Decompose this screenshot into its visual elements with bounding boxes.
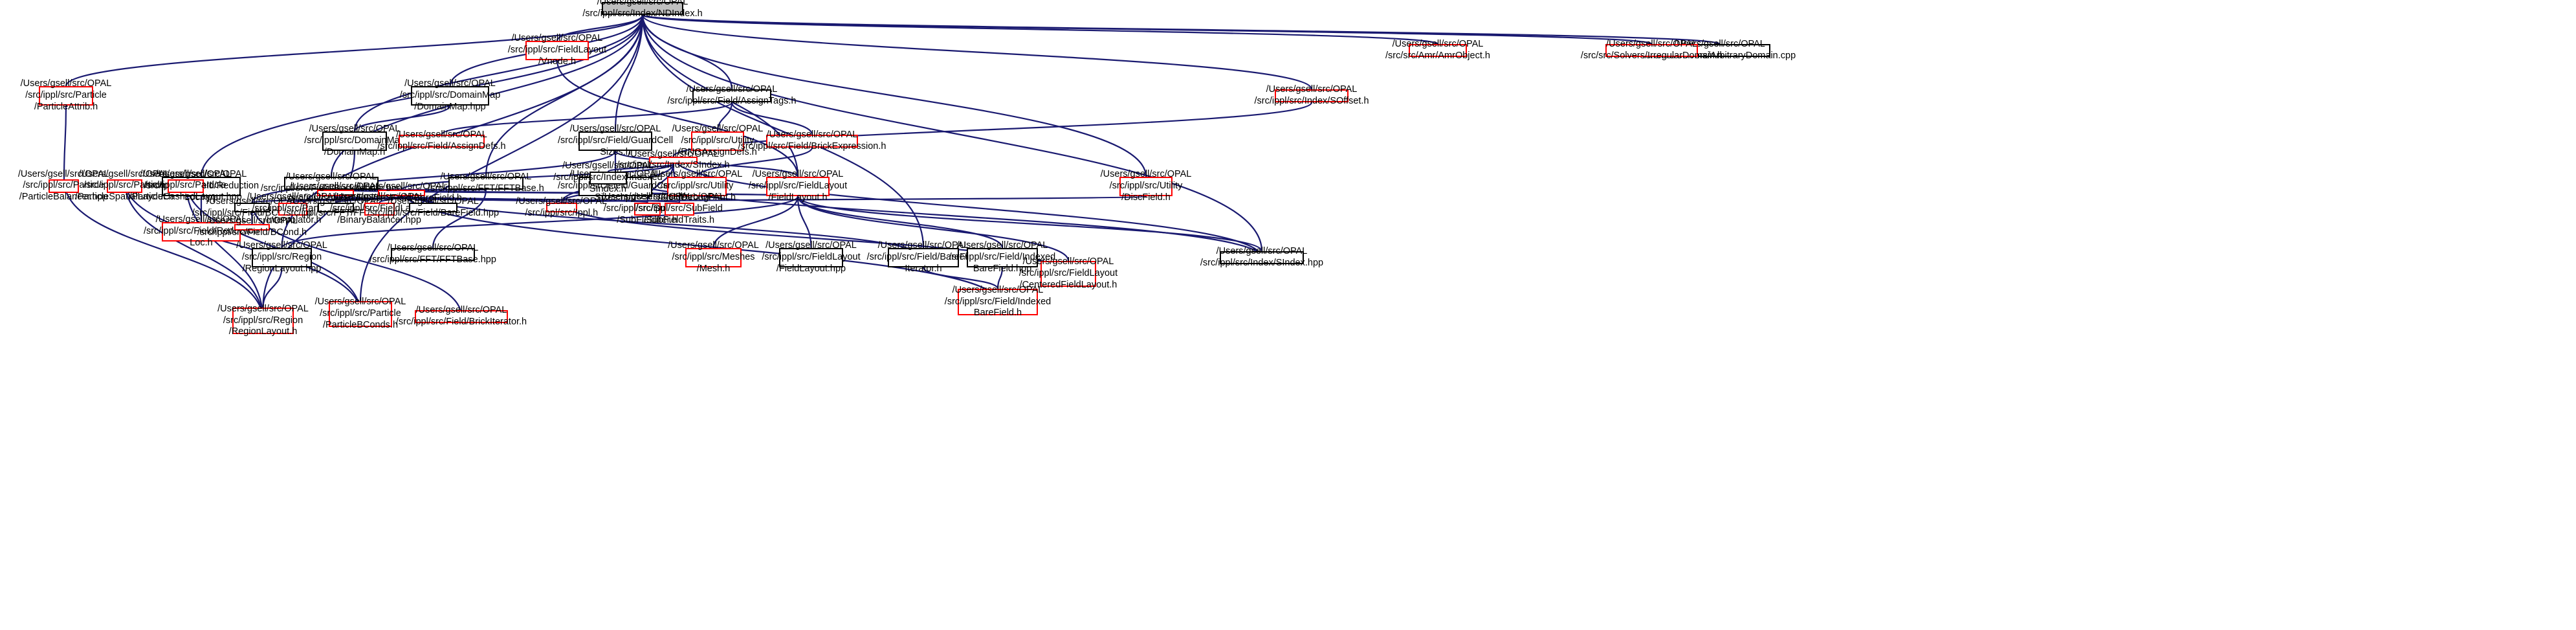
dependency-edge <box>251 202 463 317</box>
node-regionlayout-h[interactable]: /Users/gsell/src/OPAL /src/ippl/src/Regi… <box>217 303 309 337</box>
node-indexedbarefield-hpp[interactable]: /Users/gsell/src/OPAL /src/ippl/src/Fiel… <box>949 240 1056 274</box>
dependency-edge <box>401 189 925 258</box>
node-fielddebugprint-h[interactable]: /Users/gsell/src/OPAL /src/ippl/src/Util… <box>651 169 743 203</box>
node-mesh-h[interactable]: /Users/gsell/src/OPAL /src/ippl/src/Mesh… <box>668 240 759 274</box>
dependency-edge <box>641 14 1263 252</box>
dependency-edge <box>184 179 362 315</box>
dependency-edge <box>641 14 1313 90</box>
node-brickiterator-h[interactable]: /Users/gsell/src/OPAL /src/ippl/src/Fiel… <box>395 305 527 327</box>
dependency-edge <box>560 202 1070 275</box>
node-barefielditerator-h[interactable]: /Users/gsell/src/OPAL /src/ippl/src/Fiel… <box>866 240 980 274</box>
dependency-edge <box>556 60 799 177</box>
dependency-edge <box>353 105 451 132</box>
dependency-edge <box>359 14 644 302</box>
dependency-edge <box>124 179 362 315</box>
dependency-edge <box>696 147 813 177</box>
node-brickexpression-h[interactable]: /Users/gsell/src/OPAL /src/ippl/src/Fiel… <box>738 129 886 152</box>
dependency-edge <box>641 14 1653 45</box>
node-sioffset-h[interactable]: /Users/gsell/src/OPAL /src/ippl/src/Inde… <box>1254 84 1369 106</box>
dependency-edge <box>401 163 674 191</box>
node-assigndefs-h[interactable]: /Users/gsell/src/OPAL /src/ippl/src/Fiel… <box>377 129 506 152</box>
node-brickiterator-hpp[interactable]: /Users/gsell/src/OPAL /src/ippl/src/Fiel… <box>260 172 402 194</box>
dependency-edge <box>63 105 67 180</box>
node-irregulardomain-h[interactable]: /Users/gsell/src/OPAL /src/src/Solvers/I… <box>1580 39 1723 61</box>
dependency-edge <box>353 14 644 132</box>
dependency-edge <box>996 267 1004 289</box>
dependency-edge <box>641 14 1439 45</box>
dependency-edge <box>716 102 733 132</box>
dependency-edge <box>641 14 1147 177</box>
dependency-edge <box>731 102 813 135</box>
node-assigntags-h[interactable]: /Users/gsell/src/OPAL /src/ippl/src/Fiel… <box>667 84 797 106</box>
node-fftbase-h[interactable]: /Users/gsell/src/OPAL /src/ippl/src/FFT/… <box>428 172 544 194</box>
node-rngassigndefs-h[interactable]: /Users/gsell/src/OPAL /src/ippl/src/Util… <box>672 124 764 157</box>
dependency-edge <box>184 179 264 321</box>
node-fieldlayout-hpp[interactable]: /Users/gsell/src/OPAL /src/ippl/src/Fiel… <box>762 240 861 274</box>
node-particlecashedlayout-hpp[interactable]: /Users/gsell/src/OPAL /src/ippl/src/Part… <box>129 168 242 203</box>
node-indexedsindex-h[interactable]: /Users/gsell/src/OPAL /src/ippl/src/Inde… <box>553 161 662 194</box>
dependency-edge <box>441 101 733 136</box>
node-fftbase-hpp[interactable]: /Users/gsell/src/OPAL /src/ippl/src/FFT/… <box>369 243 496 265</box>
node-domainmap-h[interactable]: /Users/gsell/src/OPAL /src/ippl/src/Doma… <box>304 124 405 157</box>
dependency-edge <box>641 14 925 249</box>
node-amrobject-h[interactable]: /Users/gsell/src/OPAL /src/src/Amr/AmrOb… <box>1385 39 1490 61</box>
dependency-edge <box>281 196 799 249</box>
dependency-edge <box>922 267 999 289</box>
node-sindex-hpp[interactable]: /Users/gsell/src/OPAL /src/ippl/src/Inde… <box>1200 246 1324 268</box>
node-fieldlayout-h[interactable]: /Users/gsell/src/OPAL /src/ippl/src/Fiel… <box>748 169 848 203</box>
dependency-edge <box>560 195 1147 204</box>
dependency-edge <box>335 195 563 204</box>
dependency-edge <box>379 195 402 204</box>
dependency-edge <box>63 179 264 321</box>
dependency-edge <box>646 163 674 203</box>
node-regionlayout-hpp[interactable]: /Users/gsell/src/OPAL /src/ippl/src/Regi… <box>236 240 327 274</box>
dependency-edge <box>614 150 799 178</box>
dependency-edge <box>797 196 1070 262</box>
node-guardcellsizes-h[interactable]: /Users/gsell/src/OPAL /src/ippl/src/Fiel… <box>557 124 674 157</box>
node-centeredfieldlayout-h[interactable]: /Users/gsell/src/OPAL /src/ippl/src/Fiel… <box>1018 256 1118 290</box>
node-discfield-h[interactable]: /Users/gsell/src/OPAL /src/ippl/src/Util… <box>1100 169 1192 203</box>
node-bcond-h[interactable]: /Users/gsell/src/OPAL /src/ippl/src/Fiel… <box>197 216 307 238</box>
dependency-edge <box>607 163 674 173</box>
dependency-edge <box>401 195 681 204</box>
dependency-edge <box>65 14 644 87</box>
node-domainmap-hpp[interactable]: /Users/gsell/src/OPAL /src/ippl/src/Doma… <box>399 78 501 112</box>
dependency-edge <box>614 14 644 132</box>
node-subfieldtraits-h[interactable]: /Users/gsell/src/OPAL /src/ippl/src/SubF… <box>633 192 725 225</box>
dependency-edge <box>124 179 264 321</box>
node-barefield-hpp[interactable]: /Users/gsell/src/OPAL /src/ippl/src/Fiel… <box>367 196 500 218</box>
node-particle-attrib-h[interactable]: /Users/gsell/src/OPAL /src/ippl/src/Part… <box>20 78 112 112</box>
dependency-edge <box>797 196 812 249</box>
node-vnode-h[interactable]: /Users/gsell/src/OPAL /src/ippl/src/Fiel… <box>507 33 607 67</box>
node-indexedbarefield-h[interactable]: /Users/gsell/src/OPAL /src/ippl/src/Fiel… <box>944 284 1051 319</box>
node-particlebccond-h[interactable]: /Users/gsell/src/OPAL /src/ippl/src/Part… <box>314 297 406 330</box>
node-ndindex-h[interactable]: /Users/gsell/src/OPAL /src/ippl/src/Inde… <box>582 0 703 19</box>
dependency-edge <box>251 150 617 203</box>
node-ippl-h[interactable]: /Users/gsell/src/OPAL /src/ippl/src/Ippl… <box>516 196 608 218</box>
dependency-edge <box>672 156 1263 258</box>
